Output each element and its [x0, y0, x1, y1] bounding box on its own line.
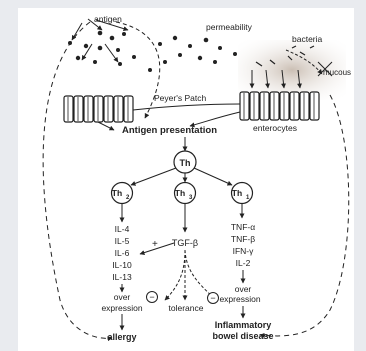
- label-antigen-presentation: Antigen presentation: [122, 125, 217, 136]
- label-ibd-line1: Inflammatory: [215, 320, 272, 330]
- label-bacteria: bacteria: [292, 34, 323, 44]
- label-mucous: mucous: [323, 68, 351, 77]
- label-over-right: over: [235, 284, 252, 294]
- th2-cytokine-2: IL-5: [115, 236, 130, 246]
- label-permeability: permeability: [206, 22, 253, 32]
- th1-cytokine-3: IFN-γ: [233, 246, 255, 256]
- label-antigen: antigen: [94, 14, 122, 24]
- label-th1: Th: [232, 188, 242, 198]
- label-enterocytes: enterocytes: [253, 123, 297, 133]
- th1-cytokine-2: TNF-β: [231, 234, 255, 244]
- label-allergy: allergy: [107, 332, 136, 342]
- th2-cytokine-3: IL-6: [115, 248, 130, 258]
- label-th2: Th: [112, 188, 122, 198]
- label-th: Th: [180, 158, 191, 168]
- label-th3: Th: [175, 188, 185, 198]
- label-expression-left: expression: [101, 303, 142, 313]
- enterocyte-cells: [240, 92, 319, 120]
- peyers-patch-cells: [64, 96, 133, 122]
- th2-cytokine-5: IL-13: [112, 272, 132, 282]
- label-expression-right: expression: [219, 294, 260, 304]
- label-minus-right: −: [210, 293, 215, 303]
- th1-cytokine-1: TNF-α: [231, 222, 255, 232]
- label-over-left: over: [114, 292, 131, 302]
- th2-cytokine-4: IL-10: [112, 260, 132, 270]
- label-tgf-beta: TGF-β: [172, 238, 198, 248]
- th1-cytokine-4: IL-2: [236, 258, 251, 268]
- label-minus-left: −: [149, 292, 154, 302]
- label-tolerance: tolerance: [169, 303, 204, 313]
- th2-cytokine-1: IL-4: [115, 224, 130, 234]
- label-ibd-line2: bowel disease: [212, 331, 273, 341]
- label-peyers-patch: Peyer's Patch: [154, 93, 206, 103]
